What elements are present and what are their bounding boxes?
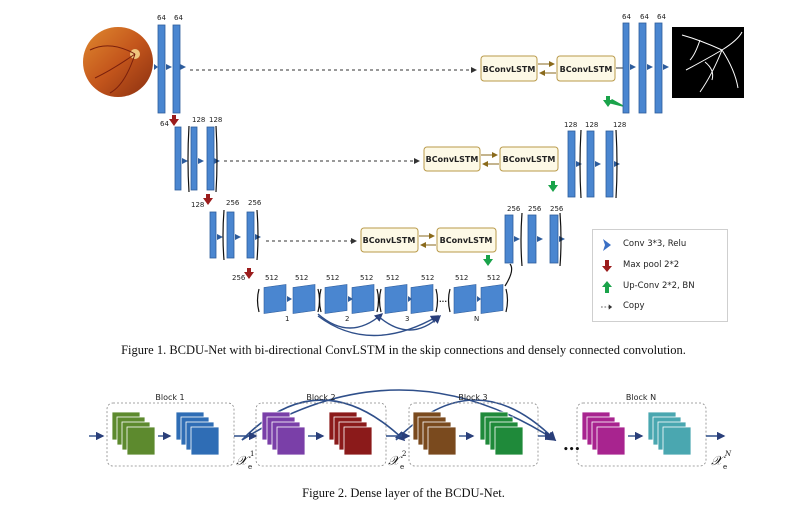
bconvlstm-l1b: BConvLSTM <box>556 55 616 82</box>
figure2-caption: Figure 2. Dense layer of the BCDU-Net. <box>302 486 505 500</box>
svg-text:e: e <box>248 463 252 471</box>
channel-label: 512 <box>295 274 308 282</box>
bconvlstm-l1a: BConvLSTM <box>480 55 538 82</box>
channel-label: 64 <box>640 13 649 21</box>
block1-stack-b <box>175 411 220 456</box>
block-title: Block 3 <box>458 393 487 402</box>
block-title: Block 1 <box>155 393 184 402</box>
block-title: Block 2 <box>306 393 335 402</box>
encoder-level1: 64 64 <box>154 14 186 114</box>
bconvlstm-l3b: BConvLSTM <box>436 227 497 253</box>
bottleneck-dense-level4: ... 512 512 512 512 512 512 512 512 1 2 … <box>256 263 513 337</box>
maxpool-arrow-icon <box>169 115 179 126</box>
upconv-arrow-icon <box>483 255 493 266</box>
svg-text:BConvLSTM: BConvLSTM <box>503 155 556 164</box>
legend-item-maxpool: Max pool 2*2 <box>593 257 727 275</box>
svg-text:e: e <box>400 463 404 471</box>
block-title: Block N <box>626 393 656 402</box>
conv-arrow-icon <box>603 239 611 251</box>
dense-block-index: N <box>474 315 479 323</box>
svg-text:N: N <box>724 450 732 458</box>
decoder-level3: 256 256 256 <box>504 205 565 267</box>
block1-stack-a <box>111 411 156 456</box>
channel-label: 128 <box>585 121 598 129</box>
encoder-level2: 128 128 <box>174 116 222 193</box>
upconv-arrow-icon <box>603 96 613 107</box>
channel-label: 128 <box>564 121 577 129</box>
channel-label: 256 <box>507 205 521 213</box>
block3-stack-a <box>412 411 457 456</box>
channel-label: 64 <box>160 120 169 128</box>
blockN-stack-a <box>581 411 626 456</box>
decoder-level1: 64 64 64 <box>608 13 669 114</box>
block3-frame <box>408 402 539 467</box>
dots: ••• <box>563 445 580 455</box>
channel-label: 128 <box>613 121 626 129</box>
maxpool-arrow-icon <box>203 194 213 205</box>
channel-label: 512 <box>360 274 373 282</box>
channel-label: 256 <box>232 274 246 282</box>
channel-label: 512 <box>455 274 468 282</box>
bconvlstm-l2a: BConvLSTM <box>423 146 481 172</box>
legend: Conv 3*3, Relu Max pool 2*2 Up-Conv 2*2,… <box>592 229 728 322</box>
svg-text:2: 2 <box>402 450 406 458</box>
svg-text:e: e <box>723 463 727 471</box>
channel-label: 64 <box>174 14 183 22</box>
maxpool-arrow-icon <box>602 260 612 272</box>
ellipsis: ... <box>439 296 447 304</box>
channel-label: 128 <box>191 201 204 209</box>
block2-stack-b <box>328 411 373 456</box>
channel-label: 64 <box>157 14 166 22</box>
svg-text:1: 1 <box>250 450 254 458</box>
upconv-arrow-icon <box>548 181 558 192</box>
bconvlstm-l3a: BConvLSTM <box>360 227 419 253</box>
blockN-stack-b <box>647 411 692 456</box>
maxpool-arrow-icon <box>244 268 254 279</box>
copy-arrow-icon <box>601 304 613 310</box>
vessel-output-image <box>672 27 744 98</box>
bconvlstm-l2b: BConvLSTM <box>499 146 559 172</box>
dense-block-index: 3 <box>405 315 409 323</box>
xe-labels: 𝒳 e 1 𝒳 e 2 𝒳 e N <box>236 450 732 471</box>
block3-stack-b <box>479 411 524 456</box>
channel-label: 64 <box>657 13 666 21</box>
block2-stack-a <box>261 411 306 456</box>
channel-label: 512 <box>421 274 434 282</box>
upconv-arrow-icon <box>602 281 612 293</box>
svg-text:BConvLSTM: BConvLSTM <box>440 236 493 245</box>
svg-text:BConvLSTM: BConvLSTM <box>426 155 479 164</box>
channel-label: 256 <box>550 205 564 213</box>
channel-label: 256 <box>226 199 240 207</box>
channel-label: 128 <box>209 116 222 124</box>
figure1-caption: Figure 1. BCDU-Net with bi-directional C… <box>121 343 686 357</box>
channel-label: 512 <box>386 274 399 282</box>
channel-label: 128 <box>192 116 205 124</box>
legend-item-conv: Conv 3*3, Relu <box>593 236 727 254</box>
dense-block-index: 2 <box>345 315 349 323</box>
channel-label: 256 <box>528 205 542 213</box>
channel-label: 256 <box>248 199 262 207</box>
decoder-level2: 128 128 128 <box>564 121 626 199</box>
blockN-frame <box>576 402 707 467</box>
fundus-input-image <box>82 27 154 97</box>
channel-label: 512 <box>326 274 339 282</box>
svg-text:BConvLSTM: BConvLSTM <box>483 65 536 74</box>
dense-block-index: 1 <box>285 315 289 323</box>
svg-text:BConvLSTM: BConvLSTM <box>363 236 416 245</box>
channel-label: 64 <box>622 13 631 21</box>
channel-label: 512 <box>487 274 500 282</box>
block1-frame <box>106 402 235 467</box>
channel-label: 512 <box>265 274 278 282</box>
legend-item-copy: Copy <box>593 298 727 316</box>
svg-text:BConvLSTM: BConvLSTM <box>560 65 613 74</box>
encoder-level3: 256 256 <box>209 199 262 261</box>
legend-item-upconv: Up-Conv 2*2, BN <box>593 278 727 296</box>
